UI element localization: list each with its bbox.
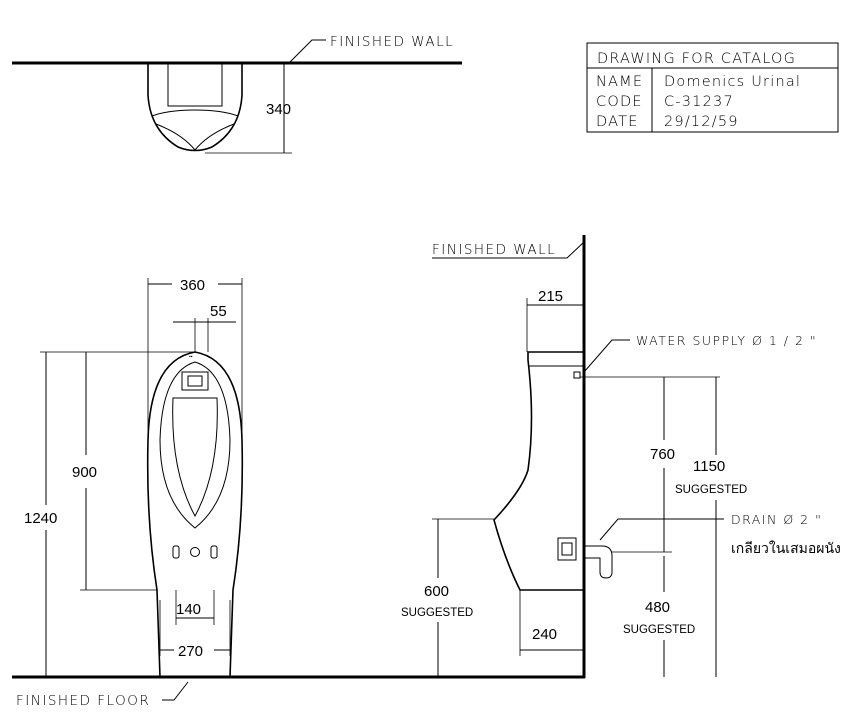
date-label: DATE xyxy=(596,114,639,130)
title-block-heading: DRAWING FOR CATALOG xyxy=(597,51,796,67)
side-view: FINISHED WALL 215 WATER SUPPLY Ø 1 / 2 "… xyxy=(401,235,841,678)
dim-340: 340 xyxy=(266,101,291,118)
suggested-600: SUGGESTED xyxy=(401,607,473,619)
dim-270: 270 xyxy=(178,643,203,660)
urinal-plan-inner xyxy=(167,63,223,107)
urinal-plan-lip xyxy=(155,123,235,151)
drain-label: DRAIN Ø 2 " xyxy=(731,512,822,527)
urinal-front-bowl-inner xyxy=(172,397,218,518)
code-label: CODE xyxy=(596,94,643,110)
urinal-front-bowl xyxy=(159,361,231,529)
dim-360: 360 xyxy=(180,277,205,294)
finished-wall-label-side: FINISHED WALL xyxy=(432,242,556,258)
finished-wall-leader-side xyxy=(432,241,585,259)
dim-480: 480 xyxy=(645,599,670,616)
dim-140: 140 xyxy=(176,601,201,618)
dim-1240: 1240 xyxy=(24,510,57,527)
dim-1150: 1150 xyxy=(693,458,725,475)
name-label: NAME xyxy=(596,74,643,90)
base-hole-left xyxy=(172,545,180,559)
code-value: C-31237 xyxy=(664,94,734,110)
suggested-480: SUGGESTED xyxy=(623,624,695,636)
dim-600: 600 xyxy=(424,583,449,600)
dim-215: 215 xyxy=(538,288,563,305)
base-hole-center xyxy=(190,547,200,557)
urinal-side-outline xyxy=(493,351,584,591)
title-block-frame xyxy=(586,42,839,133)
base-hole-right xyxy=(210,545,218,559)
urinal-plan-outline xyxy=(147,64,243,152)
dim-760: 760 xyxy=(650,446,675,463)
dim-55: 55 xyxy=(210,303,227,320)
water-supply-fitting xyxy=(573,371,581,379)
finished-floor-label: FINISHED FLOOR xyxy=(16,693,150,709)
urinal-plan-rim xyxy=(151,109,239,117)
drain-flange xyxy=(557,537,577,561)
suggested-1150: SUGGESTED xyxy=(675,484,747,496)
flush-valve-button xyxy=(187,375,203,387)
finished-wall-label-top: FINISHED WALL xyxy=(330,34,454,50)
drain-thai-label: เกลียวในเสมอผนัง xyxy=(731,540,841,557)
finished-wall-leader-top xyxy=(289,39,326,63)
flush-valve xyxy=(181,371,209,391)
dim-240: 240 xyxy=(532,626,557,643)
name-value: Domenics Urinal xyxy=(664,74,801,90)
water-supply-leader xyxy=(583,339,630,373)
title-block: DRAWING FOR CATALOG NAME Domenics Urinal… xyxy=(586,42,839,133)
water-supply-label: WATER SUPPLY Ø 1 / 2 " xyxy=(636,333,817,348)
urinal-front-outline xyxy=(146,351,244,678)
drain-pipe xyxy=(584,545,613,579)
drain-leader xyxy=(599,518,724,541)
dim-900: 900 xyxy=(72,464,97,481)
drain-flange-inner xyxy=(561,542,573,556)
plan-view: FINISHED WALL 340 xyxy=(12,34,462,154)
brand-mark: ▪▪ xyxy=(189,354,193,360)
front-view: ▪▪ 360 55 900 1240 140 xyxy=(24,277,244,678)
finished-floor-leader xyxy=(162,681,189,701)
date-value: 29/12/59 xyxy=(664,114,739,130)
